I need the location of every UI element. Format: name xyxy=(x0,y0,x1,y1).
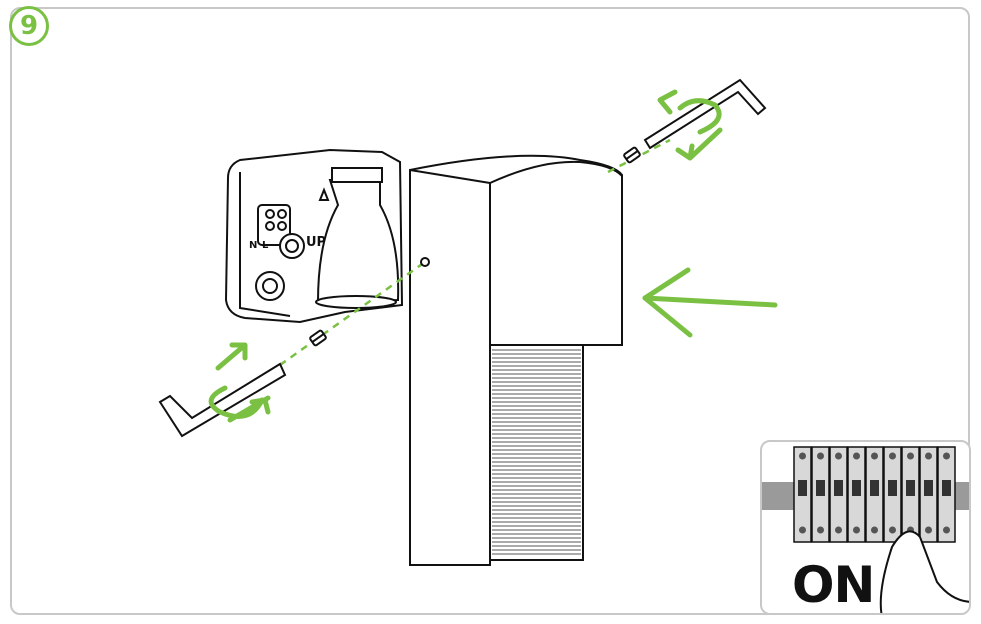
push-arrow-icon xyxy=(642,267,778,338)
ribbed-lower-section xyxy=(489,344,584,561)
breaker-module xyxy=(865,446,884,543)
breaker-row xyxy=(793,446,956,543)
screw-icon xyxy=(309,146,641,347)
breaker-module xyxy=(883,446,902,543)
step-number-badge: 9 xyxy=(9,6,49,46)
breaker-module xyxy=(847,446,866,543)
rotate-arrow-icon xyxy=(208,342,271,423)
breaker-module xyxy=(793,446,812,543)
breaker-inset: ON xyxy=(760,440,971,615)
up-label: UP xyxy=(306,235,326,250)
circuit-breaker-panel xyxy=(762,446,969,613)
breaker-module xyxy=(901,446,920,543)
live-terminal-label: L xyxy=(262,240,269,251)
allen-key-icon xyxy=(158,78,767,438)
instruction-panel-frame xyxy=(10,7,970,615)
breaker-module xyxy=(919,446,938,543)
alignment-lines xyxy=(279,138,671,367)
breaker-module xyxy=(811,446,830,543)
on-label: ON xyxy=(792,556,875,614)
breaker-module xyxy=(937,446,956,543)
breaker-module xyxy=(829,446,848,543)
hand-icon xyxy=(879,530,969,613)
rotate-arrow-icon xyxy=(657,89,723,161)
neutral-terminal-label: N xyxy=(249,240,257,251)
mounting-plate xyxy=(224,148,404,324)
step-number: 9 xyxy=(19,11,39,41)
